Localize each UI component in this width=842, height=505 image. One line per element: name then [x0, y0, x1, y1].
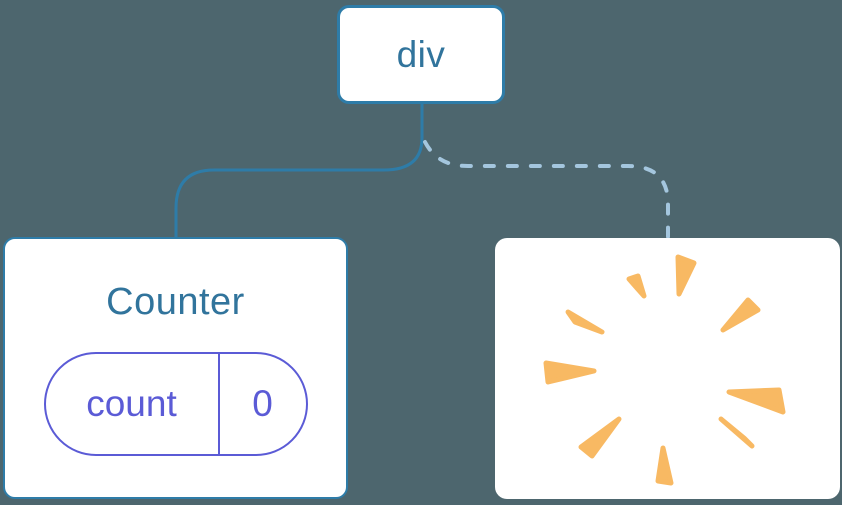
state-key-label: count: [86, 383, 177, 424]
state-pill-value-cell: 0: [220, 354, 306, 454]
burst-ray: [578, 416, 622, 459]
counter-card: Counter count 0: [3, 237, 348, 499]
burst-ray: [720, 297, 761, 333]
burst-ray: [726, 387, 786, 415]
burst-ray: [626, 273, 647, 299]
burst-destroyed-state-icon: [543, 254, 786, 486]
root-node-label: div: [396, 33, 446, 75]
state-value-label: 0: [252, 383, 273, 424]
state-pill-divider: [217, 354, 220, 454]
connector-dashed-line: [423, 140, 670, 242]
connector-solid-line: [174, 102, 424, 240]
root-node-div: div: [337, 5, 505, 104]
counter-card-title: Counter: [106, 281, 245, 323]
burst-ray: [543, 360, 597, 385]
burst-ray: [565, 309, 605, 335]
destroyed-card: [495, 238, 840, 499]
burst-ray: [675, 254, 697, 297]
burst-ray: [718, 416, 755, 449]
burst-ray: [655, 445, 674, 486]
state-pill: count 0: [43, 352, 308, 456]
state-pill-key-cell: count: [46, 354, 218, 454]
